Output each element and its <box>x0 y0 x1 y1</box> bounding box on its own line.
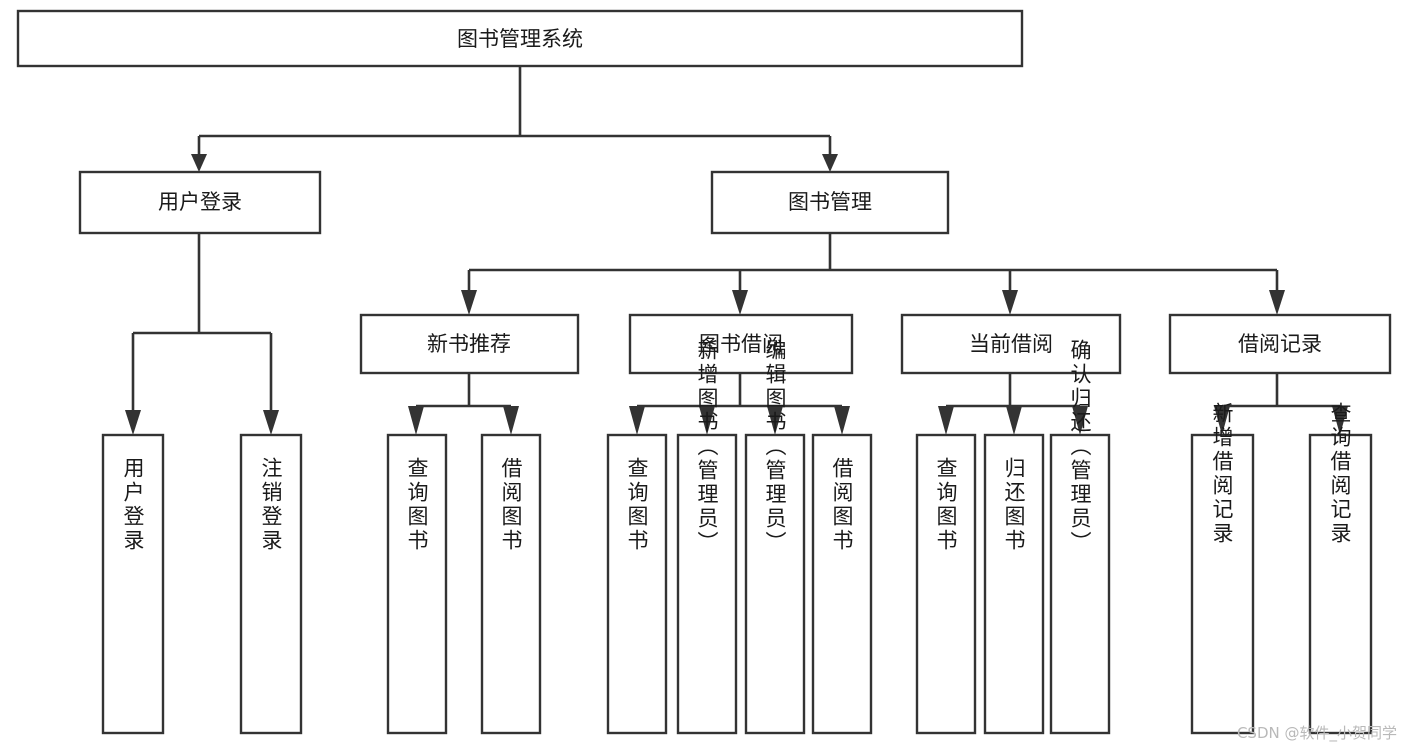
node-book-borrow-box[interactable] <box>628 313 854 375</box>
node-leaf-borrow-book-2-box[interactable] <box>811 433 873 735</box>
node-leaf-add-record[interactable]: 新增借阅记录 <box>1190 402 1255 735</box>
node-book-manage-label: 图书管理 <box>788 190 872 214</box>
node-leaf-user-login-label: 用户登录 <box>121 457 145 553</box>
node-leaf-query-record[interactable]: 查询借阅记录 <box>1308 402 1373 735</box>
node-leaf-borrow-book-2-label: 借阅图书 <box>830 457 854 553</box>
arrow-head-icon <box>1332 406 1348 435</box>
node-leaf-borrow-book-2[interactable]: 借阅图书 <box>811 433 873 735</box>
node-leaf-return-book[interactable]: 归还图书 <box>983 433 1045 735</box>
node-leaf-query-book-2-box[interactable] <box>606 433 668 735</box>
arrow-head-icon <box>732 290 748 315</box>
node-user-login-label: 用户登录 <box>158 190 242 214</box>
arrow-head-icon <box>191 154 207 172</box>
arrow-head-icon <box>822 154 838 172</box>
node-book-borrow-label: 图书借阅 <box>699 332 783 356</box>
node-leaf-query-record-box[interactable] <box>1308 433 1373 735</box>
node-leaf-user-logout-label: 注销登录 <box>259 457 283 553</box>
node-leaf-borrow-book-1[interactable]: 借阅图书 <box>480 433 542 735</box>
node-leaf-add-book-label: 新增图书（管理员） <box>695 339 719 555</box>
node-user-login-box[interactable] <box>78 170 322 235</box>
node-current-borrow[interactable]: 当前借阅 <box>900 313 1122 375</box>
arrow-head-icon <box>1002 290 1018 315</box>
arrow-head-icon <box>461 290 477 315</box>
arrow-head-icon <box>503 406 519 435</box>
arrow-head-icon <box>1072 406 1088 435</box>
node-leaf-user-logout-box[interactable] <box>239 433 303 735</box>
arrow-head-icon <box>834 406 850 435</box>
node-leaf-query-book-1-box[interactable] <box>386 433 448 735</box>
node-borrow-record[interactable]: 借阅记录 <box>1168 313 1392 375</box>
arrow-head-icon <box>1006 406 1022 435</box>
arrow-head-icon <box>699 406 715 435</box>
node-leaf-add-book-box[interactable] <box>676 433 738 735</box>
node-root-label: 图书管理系统 <box>457 27 583 51</box>
node-new-book-recommend-box[interactable] <box>359 313 580 375</box>
node-leaf-add-book[interactable]: 新增图书（管理员） <box>676 339 738 735</box>
node-leaf-query-book-1-label: 查询图书 <box>405 457 429 553</box>
node-leaf-edit-book-box[interactable] <box>744 433 806 735</box>
arrow-head-icon <box>408 406 424 435</box>
node-user-login[interactable]: 用户登录 <box>78 170 322 235</box>
arrow-head-icon <box>1214 406 1230 435</box>
node-book-manage-box[interactable] <box>710 170 950 235</box>
node-leaf-confirm-return-label: 确认归还（管理员） <box>1068 339 1092 555</box>
node-leaf-query-book-3-label: 查询图书 <box>934 457 958 553</box>
node-leaf-return-book-label: 归还图书 <box>1002 457 1026 553</box>
node-leaf-query-book-3[interactable]: 查询图书 <box>915 433 977 735</box>
node-current-borrow-label: 当前借阅 <box>969 332 1053 356</box>
node-leaf-user-login-box[interactable] <box>101 433 165 735</box>
node-leaf-query-book-3-box[interactable] <box>915 433 977 735</box>
node-leaf-query-record-label: 查询借阅记录 <box>1328 402 1352 546</box>
node-new-book-recommend[interactable]: 新书推荐 <box>359 313 580 375</box>
arrow-head-icon <box>938 406 954 435</box>
node-leaf-query-book-1[interactable]: 查询图书 <box>386 433 448 735</box>
node-leaf-edit-book[interactable]: 编辑图书（管理员） <box>744 339 806 735</box>
node-book-manage[interactable]: 图书管理 <box>710 170 950 235</box>
node-leaf-user-login[interactable]: 用户登录 <box>101 433 165 735</box>
node-leaf-query-book-2[interactable]: 查询图书 <box>606 433 668 735</box>
node-new-book-recommend-label: 新书推荐 <box>427 332 511 356</box>
node-leaf-edit-book-label: 编辑图书（管理员） <box>763 339 787 555</box>
node-book-borrow[interactable]: 图书借阅 <box>628 313 854 375</box>
node-leaf-add-record-box[interactable] <box>1190 433 1255 735</box>
node-root[interactable]: 图书管理系统 <box>16 9 1024 68</box>
node-leaf-confirm-return[interactable]: 确认归还（管理员） <box>1049 339 1111 735</box>
node-leaf-user-logout[interactable]: 注销登录 <box>239 433 303 735</box>
arrow-head-icon <box>629 406 645 435</box>
node-borrow-record-label: 借阅记录 <box>1238 332 1322 356</box>
node-leaf-borrow-book-1-label: 借阅图书 <box>499 457 523 553</box>
node-root-box[interactable] <box>16 9 1024 68</box>
arrow-head-icon <box>125 410 141 435</box>
node-current-borrow-box[interactable] <box>900 313 1122 375</box>
arrow-head-icon <box>1269 290 1285 315</box>
node-borrow-record-box[interactable] <box>1168 313 1392 375</box>
node-leaf-confirm-return-box[interactable] <box>1049 433 1111 735</box>
arrow-head-icon <box>767 406 783 435</box>
node-leaf-query-book-2-label: 查询图书 <box>625 457 649 553</box>
node-leaf-return-book-box[interactable] <box>983 433 1045 735</box>
node-leaf-borrow-book-1-box[interactable] <box>480 433 542 735</box>
node-leaf-add-record-label: 新增借阅记录 <box>1210 402 1234 546</box>
arrow-head-icon <box>263 410 279 435</box>
arrowhead-layer <box>125 154 1348 435</box>
